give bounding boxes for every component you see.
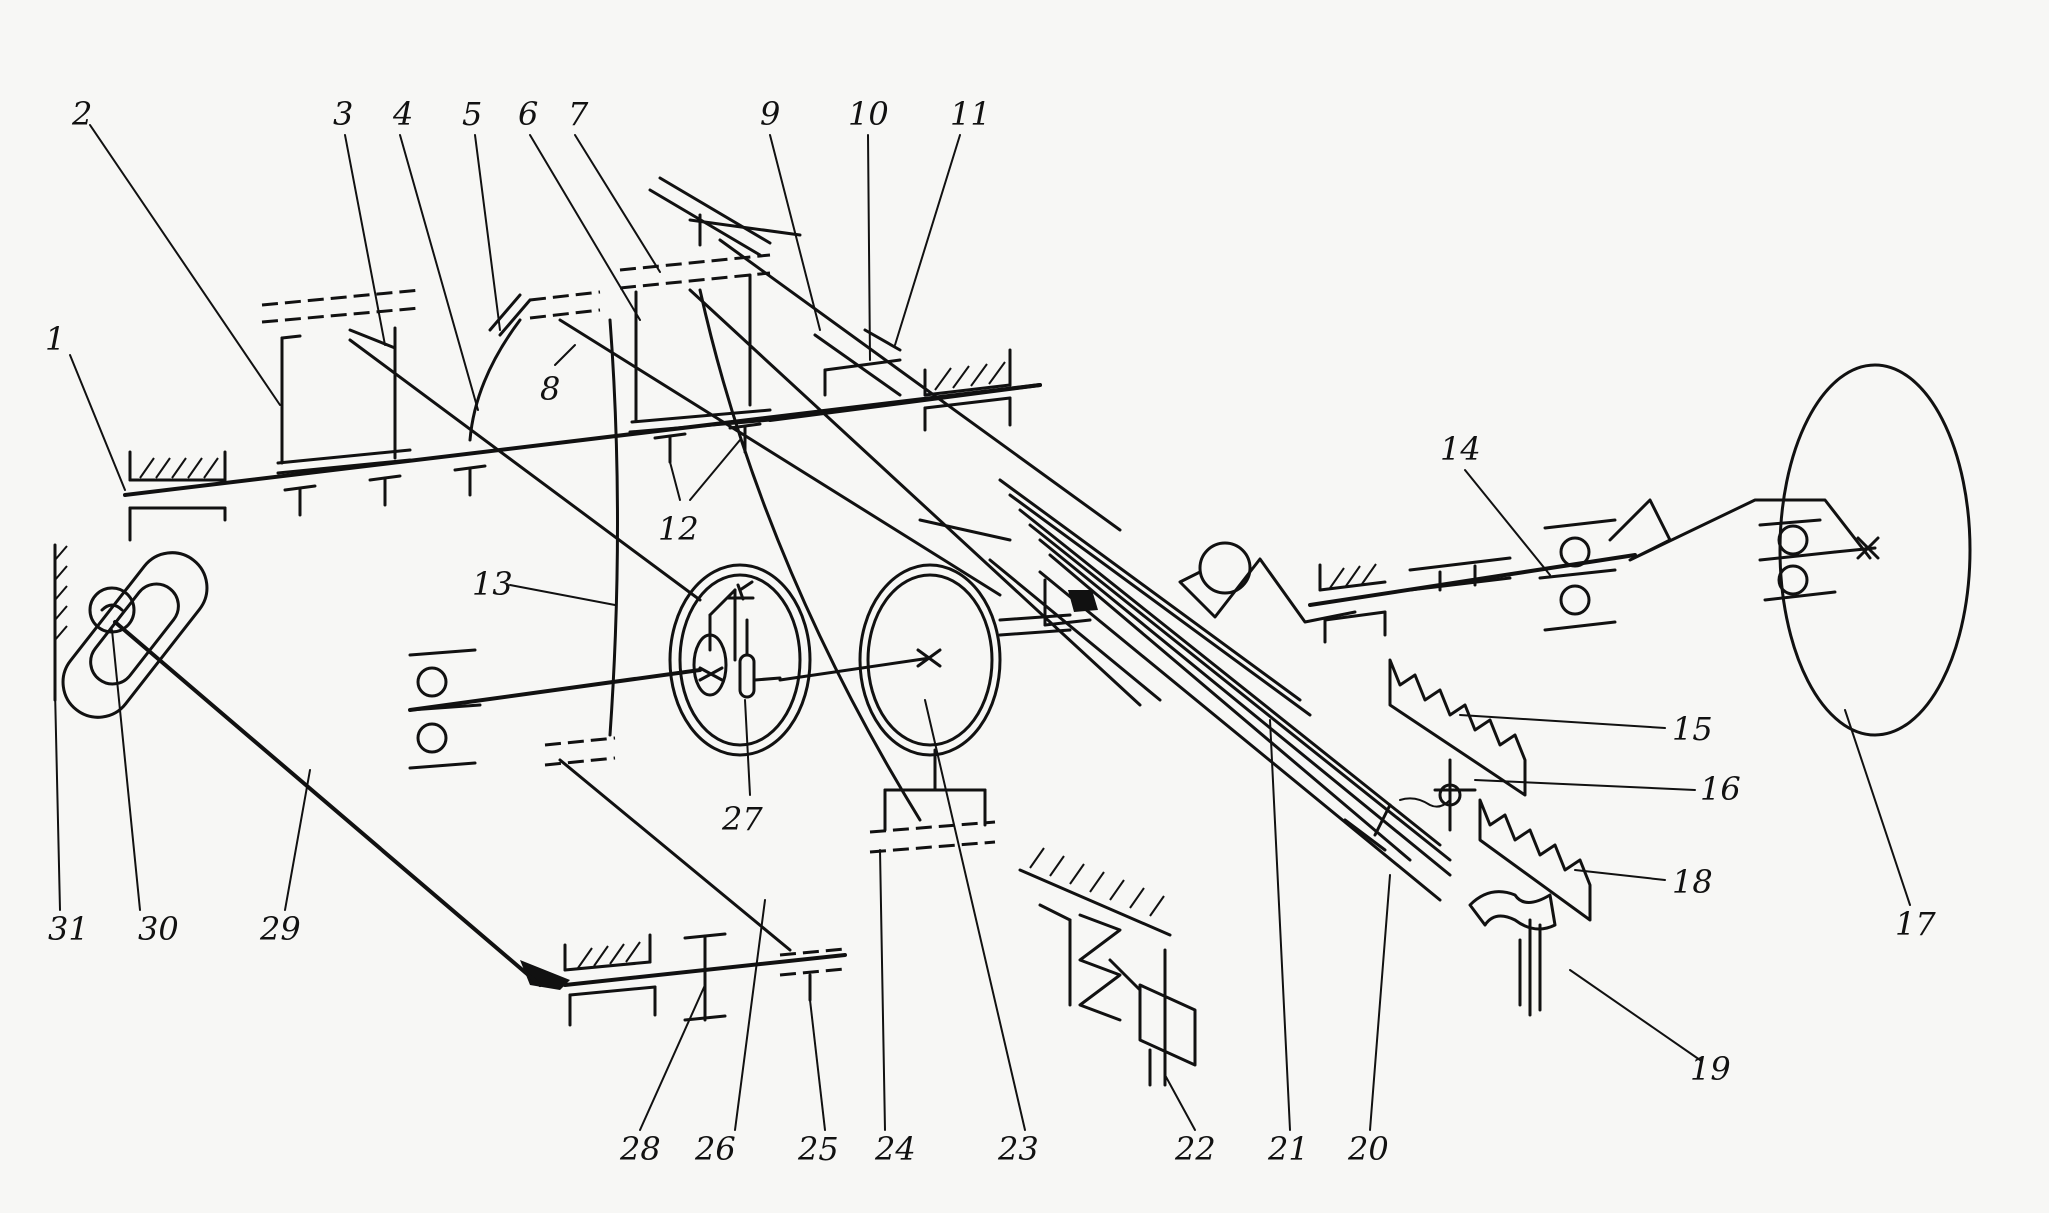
label-24: 24: [874, 1130, 916, 1168]
label-3: 3: [333, 95, 353, 133]
main-shaft: [123, 383, 1042, 542]
label-21: 21: [1267, 1130, 1309, 1168]
label-23: 23: [997, 1130, 1039, 1168]
label-29: 29: [259, 910, 301, 948]
label-4: 4: [392, 95, 413, 133]
gear-block-5-6: [468, 253, 772, 464]
lower-shaft: [520, 758, 847, 1027]
label-17: 17: [1895, 905, 1936, 943]
label-12: 12: [658, 510, 699, 548]
label-9: 9: [760, 95, 780, 133]
long-parallel-rods: [918, 478, 1452, 902]
shaft-14-disk-17: [1178, 363, 1972, 737]
label-11: 11: [950, 95, 991, 133]
label-13: 13: [472, 565, 513, 603]
label-30: 30: [138, 910, 179, 948]
label-10: 10: [848, 95, 889, 133]
left-bearings: [408, 318, 702, 770]
ratchets: [1343, 658, 1592, 1017]
gear-block-2-3: [261, 288, 421, 475]
label-19: 19: [1690, 1050, 1731, 1088]
label-28: 28: [619, 1130, 661, 1168]
label-22: 22: [1174, 1130, 1216, 1168]
label-5: 5: [462, 95, 482, 133]
label-7: 7: [568, 95, 589, 133]
label-15: 15: [1672, 710, 1713, 748]
leader-lines: [54, 124, 1911, 1131]
bearing-assembly-27: [668, 563, 812, 757]
label-14: 14: [1440, 430, 1481, 468]
label-18: 18: [1672, 863, 1713, 901]
spring-assembly-22: [1018, 847, 1197, 1087]
label-25: 25: [797, 1130, 839, 1168]
slotted-lever: [53, 543, 542, 987]
label-2: 2: [71, 95, 92, 133]
label-16: 16: [1700, 770, 1741, 808]
label-26: 26: [694, 1130, 736, 1168]
label-27: 27: [721, 800, 763, 838]
label-6: 6: [518, 95, 538, 133]
label-1: 1: [45, 320, 65, 358]
label-31: 31: [48, 910, 89, 948]
wheel-23: [778, 563, 1002, 854]
label-8: 8: [540, 370, 560, 408]
upper-right-shaft: [768, 328, 1042, 432]
diagonal-links: [348, 176, 1142, 822]
label-20: 20: [1347, 1130, 1389, 1168]
